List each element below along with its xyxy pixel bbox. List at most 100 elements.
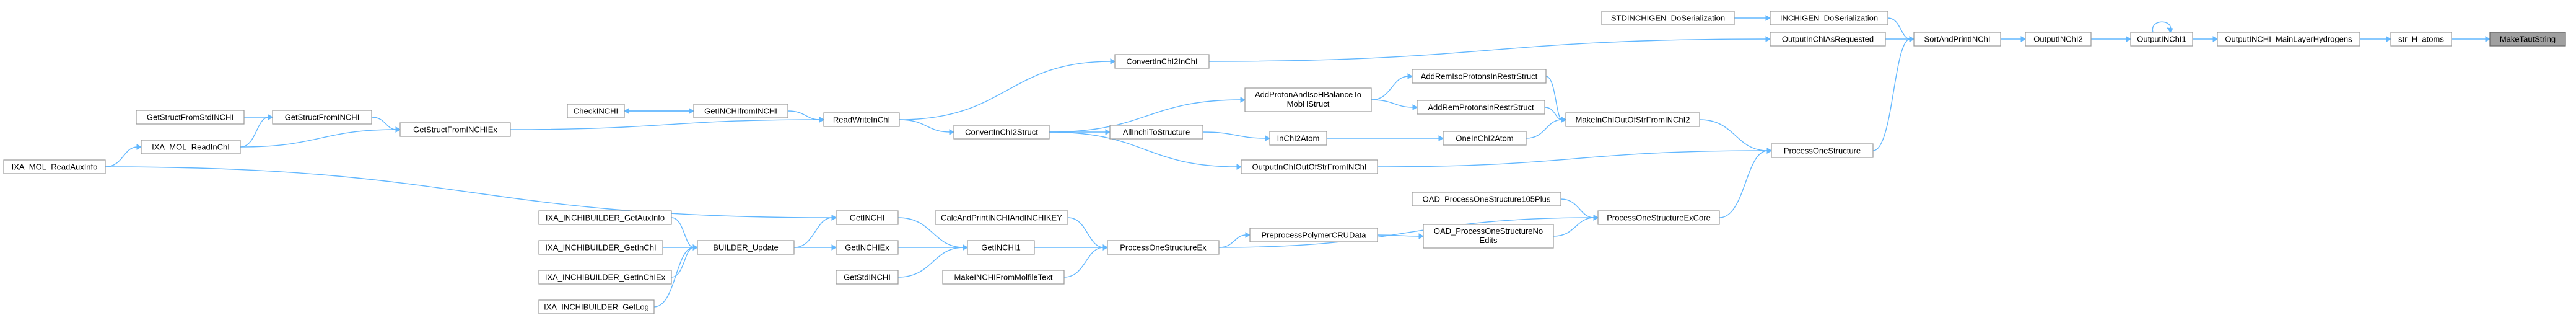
edge-line	[899, 119, 951, 133]
node-label: IXA_MOL_ReadAuxInfo	[12, 162, 98, 172]
edge-addprotonandisohbalancetomobhstruct-to-addremprotonsinrestrstruct	[1371, 99, 1418, 110]
node-label: IXA_INCHIBUILDER_GetInChI	[545, 243, 656, 252]
edge-line	[1377, 150, 1768, 167]
node-box	[2489, 32, 2566, 47]
edge-stdinchigen-doserialization-to-inchigen-doserialization	[1734, 15, 1771, 21]
arrowhead	[2386, 36, 2392, 42]
node-label: GetINCHI	[850, 213, 884, 223]
node-getinchiex[interactable]: GetINCHIEx	[836, 240, 899, 255]
node-inchi2atom[interactable]: InChI2Atom	[1269, 131, 1327, 146]
node-convertinchi2inchi[interactable]: ConvertInChI2InChI	[1114, 54, 1210, 69]
node-label: ConvertInChI2InChI	[1127, 57, 1198, 66]
node-label: GetINCHIfromINCHI	[704, 107, 777, 116]
node-outputinchioutofstrfrominchi[interactable]: OutputInChIOutOfStrFromINChI	[1241, 159, 1378, 174]
edge-outputinchioutofstrfrominchi-to-processonestructure	[1377, 148, 1773, 167]
node-label: ReadWriteInChI	[833, 115, 890, 125]
node-label: GetStdINCHI	[844, 273, 891, 282]
edge-line	[1553, 217, 1595, 237]
edge-line	[1699, 119, 1768, 151]
node-oneinchi2atom[interactable]: OneInChI2Atom	[1443, 131, 1527, 146]
node-builder-update[interactable]: BUILDER_Update	[697, 240, 795, 255]
node-box	[1114, 54, 1210, 69]
node-label: IXA_MOL_ReadInChI	[152, 143, 230, 152]
node-label: IXA_INCHIBUILDER_GetLog	[544, 303, 649, 312]
node-getinchi1[interactable]: GetINCHI1	[967, 240, 1035, 255]
node-outputinchiasrequested[interactable]: OutputInChIAsRequested	[1770, 32, 1886, 47]
node-processonestructureexcore[interactable]: ProcessOneStructureExCore	[1597, 210, 1720, 225]
edge-layer	[105, 15, 2491, 308]
node-getstructfromstdinchi[interactable]: GetStructFromStdINCHI	[136, 110, 245, 125]
node-str-h-atoms[interactable]: str_H_atoms	[2390, 32, 2452, 47]
edge-line	[653, 247, 694, 308]
node-getstructfrominchiex[interactable]: GetStructFromINCHIEx	[399, 122, 511, 137]
node-box	[136, 110, 245, 125]
node-ixa-mol-readauxinfo[interactable]: IXA_MOL_ReadAuxInfo	[3, 159, 106, 174]
node-box	[1770, 11, 1888, 25]
edge-getstructfrominchiex-to-readwriteinchi	[510, 117, 825, 130]
arrowhead	[1412, 104, 1418, 110]
node-label: BUILDER_Update	[713, 243, 779, 252]
node-ixa-inchibuilder-getauxinfo[interactable]: IXA_INCHIBUILDER_GetAuxInfo	[538, 210, 672, 225]
edge-convertinchi2inchi-to-outputinchiasrequested	[1208, 36, 1771, 62]
node-label: OutputInChIAsRequested	[1782, 35, 1874, 44]
node-getstdinchi[interactable]: GetStdINCHI	[836, 270, 899, 285]
edge-line	[1049, 131, 1238, 167]
node-processonestructureex[interactable]: ProcessOneStructureEx	[1107, 240, 1220, 255]
node-oad-processonestructure105plus[interactable]: OAD_ProcessOneStructure105Plus	[1412, 192, 1561, 206]
node-label: InChI2Atom	[1277, 134, 1320, 143]
node-box	[693, 104, 788, 118]
arrowhead	[1765, 15, 1771, 21]
arrowhead	[136, 144, 142, 150]
node-calcandprintinchiandinchikey[interactable]: CalcAndPrintINCHIAndINCHIKEY	[935, 210, 1068, 225]
edge-line	[1218, 217, 1595, 248]
arrowhead	[831, 244, 837, 251]
node-outputinchi-mainlayerhydrogens[interactable]: OutputINCHI_MainLayerHydrogens	[2217, 32, 2360, 47]
node-label: GetINCHIEx	[845, 243, 889, 252]
node-box	[2217, 32, 2360, 47]
edge-line	[1371, 76, 1409, 100]
node-getinchifrominchi[interactable]: GetINCHIfromINCHI	[693, 104, 788, 118]
node-addremisoprotonsinrestrstruct[interactable]: AddRemIsoProtonsInRestrStruct	[1412, 69, 1547, 84]
node-outputinchi1[interactable]: OutputINChI1	[2130, 32, 2193, 47]
edge-line	[1887, 17, 1911, 40]
node-ixa-inchibuilder-getinchi[interactable]: IXA_INCHIBUILDER_GetInChI	[538, 240, 663, 255]
node-ixa-mol-readinchi[interactable]: IXA_MOL_ReadInChI	[141, 140, 241, 154]
node-outputinchi2[interactable]: OutputINChI2	[2025, 32, 2092, 47]
node-box	[836, 240, 899, 255]
edge-line	[1560, 198, 1595, 218]
node-getinchi[interactable]: GetINCHI	[836, 210, 899, 225]
node-ixa-inchibuilder-getlog[interactable]: IXA_INCHIBUILDER_GetLog	[538, 299, 655, 314]
node-maketautstring[interactable]: MakeTautString	[2489, 32, 2566, 47]
edge-line	[793, 217, 833, 248]
node-readwriteinchi[interactable]: ReadWriteInChI	[823, 112, 900, 127]
node-ixa-inchibuilder-getinchiex[interactable]: IXA_INCHIBUILDER_GetInChIEx	[538, 270, 672, 285]
edge-oad-processonestructure105plus-to-processonestructureexcore	[1560, 198, 1599, 221]
edge-getinchiex-to-getinchi1	[897, 244, 969, 251]
node-convertinchi2struct[interactable]: ConvertInChI2Struct	[953, 125, 1050, 140]
node-box	[935, 210, 1068, 225]
node-processonestructure[interactable]: ProcessOneStructure	[1771, 143, 1874, 158]
node-box	[836, 210, 899, 225]
node-preprocesspolymercrudata[interactable]: PreprocessPolymerCRUData	[1249, 228, 1378, 242]
node-checkinchi[interactable]: CheckINCHI	[567, 104, 625, 118]
edge-processonestructureexcore-to-processonestructure	[1719, 148, 1773, 218]
node-makeinchifrommolfiletext[interactable]: MakeINCHIFromMolfileText	[942, 270, 1065, 285]
edge-line	[1526, 119, 1563, 139]
node-addremprotonsinrestrstruct[interactable]: AddRemProtonsInRestrStruct	[1417, 100, 1545, 115]
node-sortandprintinchi[interactable]: SortAndPrintINChI	[1913, 32, 2001, 47]
node-getstructfrominchi[interactable]: GetStructFromINCHI	[272, 110, 372, 125]
node-box	[1597, 210, 1720, 225]
node-makeinchioutofstrfrominchi2[interactable]: MakeInChIOutOfStrFromINChI2	[1565, 112, 1700, 127]
node-inchigen-doserialization[interactable]: INCHIGEN_DoSerialization	[1770, 11, 1888, 25]
node-label: OneInChI2Atom	[1456, 134, 1513, 143]
edge-line	[105, 166, 833, 218]
edge-sortandprintinchi-to-outputinchi2	[2001, 36, 2027, 42]
node-box	[1249, 228, 1378, 242]
node-allinchitostructure[interactable]: AllInchiToStructure	[1109, 125, 1203, 140]
node-label: OutputInChIOutOfStrFromINChI	[1252, 162, 1367, 172]
node-label: CalcAndPrintINCHIAndINCHIKEY	[941, 213, 1062, 223]
node-box	[1107, 240, 1220, 255]
node-stdinchigen-doserialization[interactable]: STDINCHIGEN_DoSerialization	[1601, 11, 1735, 25]
